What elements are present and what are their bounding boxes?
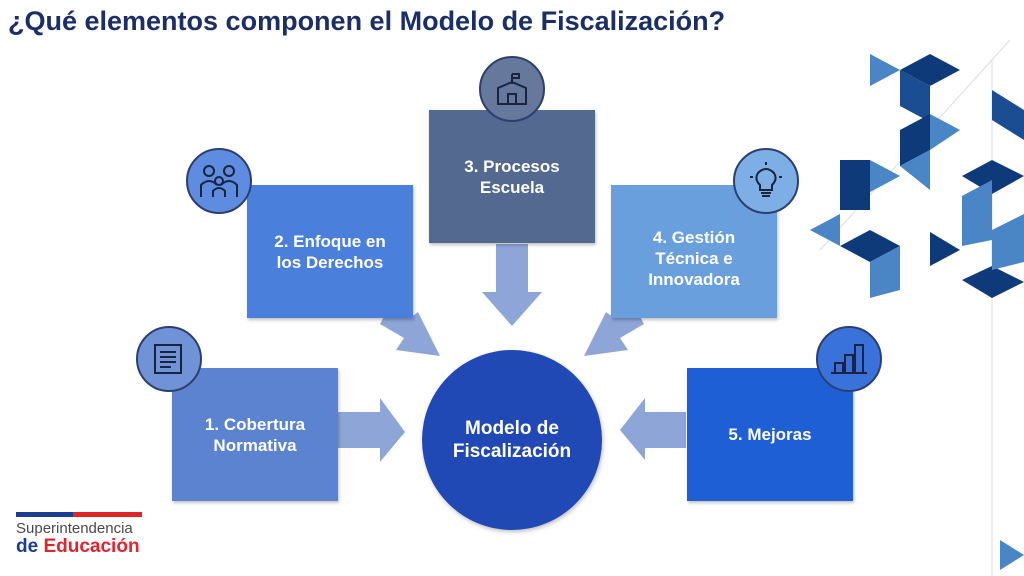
box-procesos-escuela: 3. Procesos Escuela	[429, 110, 595, 243]
logo-line2: de Educación	[16, 537, 142, 557]
box-label: 4. Gestión Técnica e Innovadora	[648, 228, 740, 289]
box-enfoque-derechos: 2. Enfoque en los Derechos	[247, 185, 413, 318]
superintendencia-logo: Superintendencia de Educación	[16, 512, 142, 557]
bar-chart-icon	[816, 326, 882, 392]
logo-line1: Superintendencia	[16, 520, 133, 537]
arrow-from-box-5	[620, 398, 686, 460]
box-label: 3. Procesos Escuela	[464, 156, 560, 197]
arrow-from-box-3	[482, 244, 542, 326]
center-circle-modelo: Modelo de Fiscalización	[422, 350, 602, 530]
arrow-from-box-1	[338, 398, 405, 462]
logo-line2a: de	[16, 536, 39, 557]
lightbulb-icon	[733, 148, 799, 214]
family-icon	[186, 148, 252, 214]
slide-title: ¿Qué elementos componen el Modelo de Fis…	[8, 6, 726, 36]
box-mejoras: 5. Mejoras	[687, 368, 853, 501]
box-label: 1. Cobertura Normativa	[204, 414, 306, 455]
geometric-pattern-decoration	[810, 39, 1024, 576]
box-label: 2. Enfoque en los Derechos	[274, 231, 386, 272]
logo-flag-bar	[16, 512, 142, 517]
school-icon	[479, 56, 545, 122]
box-cobertura-normativa: 1. Cobertura Normativa	[172, 368, 338, 501]
box-label: 5. Mejoras	[728, 425, 812, 444]
document-icon	[136, 326, 202, 392]
center-label: Modelo de Fiscalización	[452, 418, 572, 462]
logo-line2b: Educación	[43, 536, 140, 557]
